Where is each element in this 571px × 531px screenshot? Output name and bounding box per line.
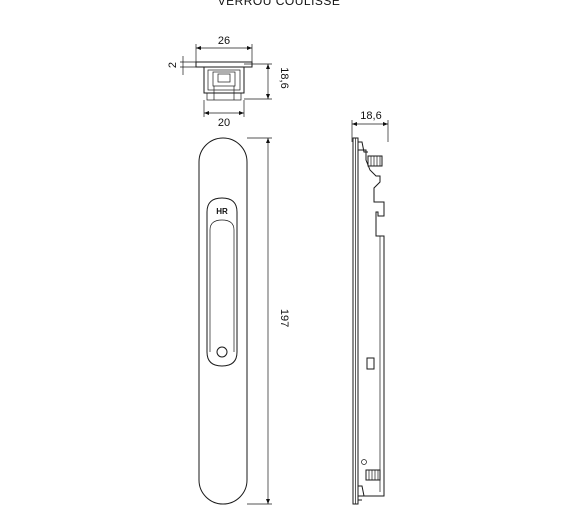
front-view: HR 197 — [198, 137, 290, 505]
side-view: 18,6 — [351, 110, 389, 505]
dim-thickness: 2 — [167, 62, 179, 68]
dim-width-top: 26 — [218, 35, 230, 47]
drawing-title: VERROU COULISSE — [218, 0, 341, 8]
dim-height: 18,6 — [278, 67, 290, 88]
brand-logo: HR — [216, 207, 228, 216]
dim-depth: 18,6 — [360, 110, 381, 122]
dim-length: 197 — [278, 309, 290, 327]
dim-width-bottom: 20 — [218, 117, 230, 129]
top-view: 26 2 18,6 20 — [167, 35, 290, 129]
